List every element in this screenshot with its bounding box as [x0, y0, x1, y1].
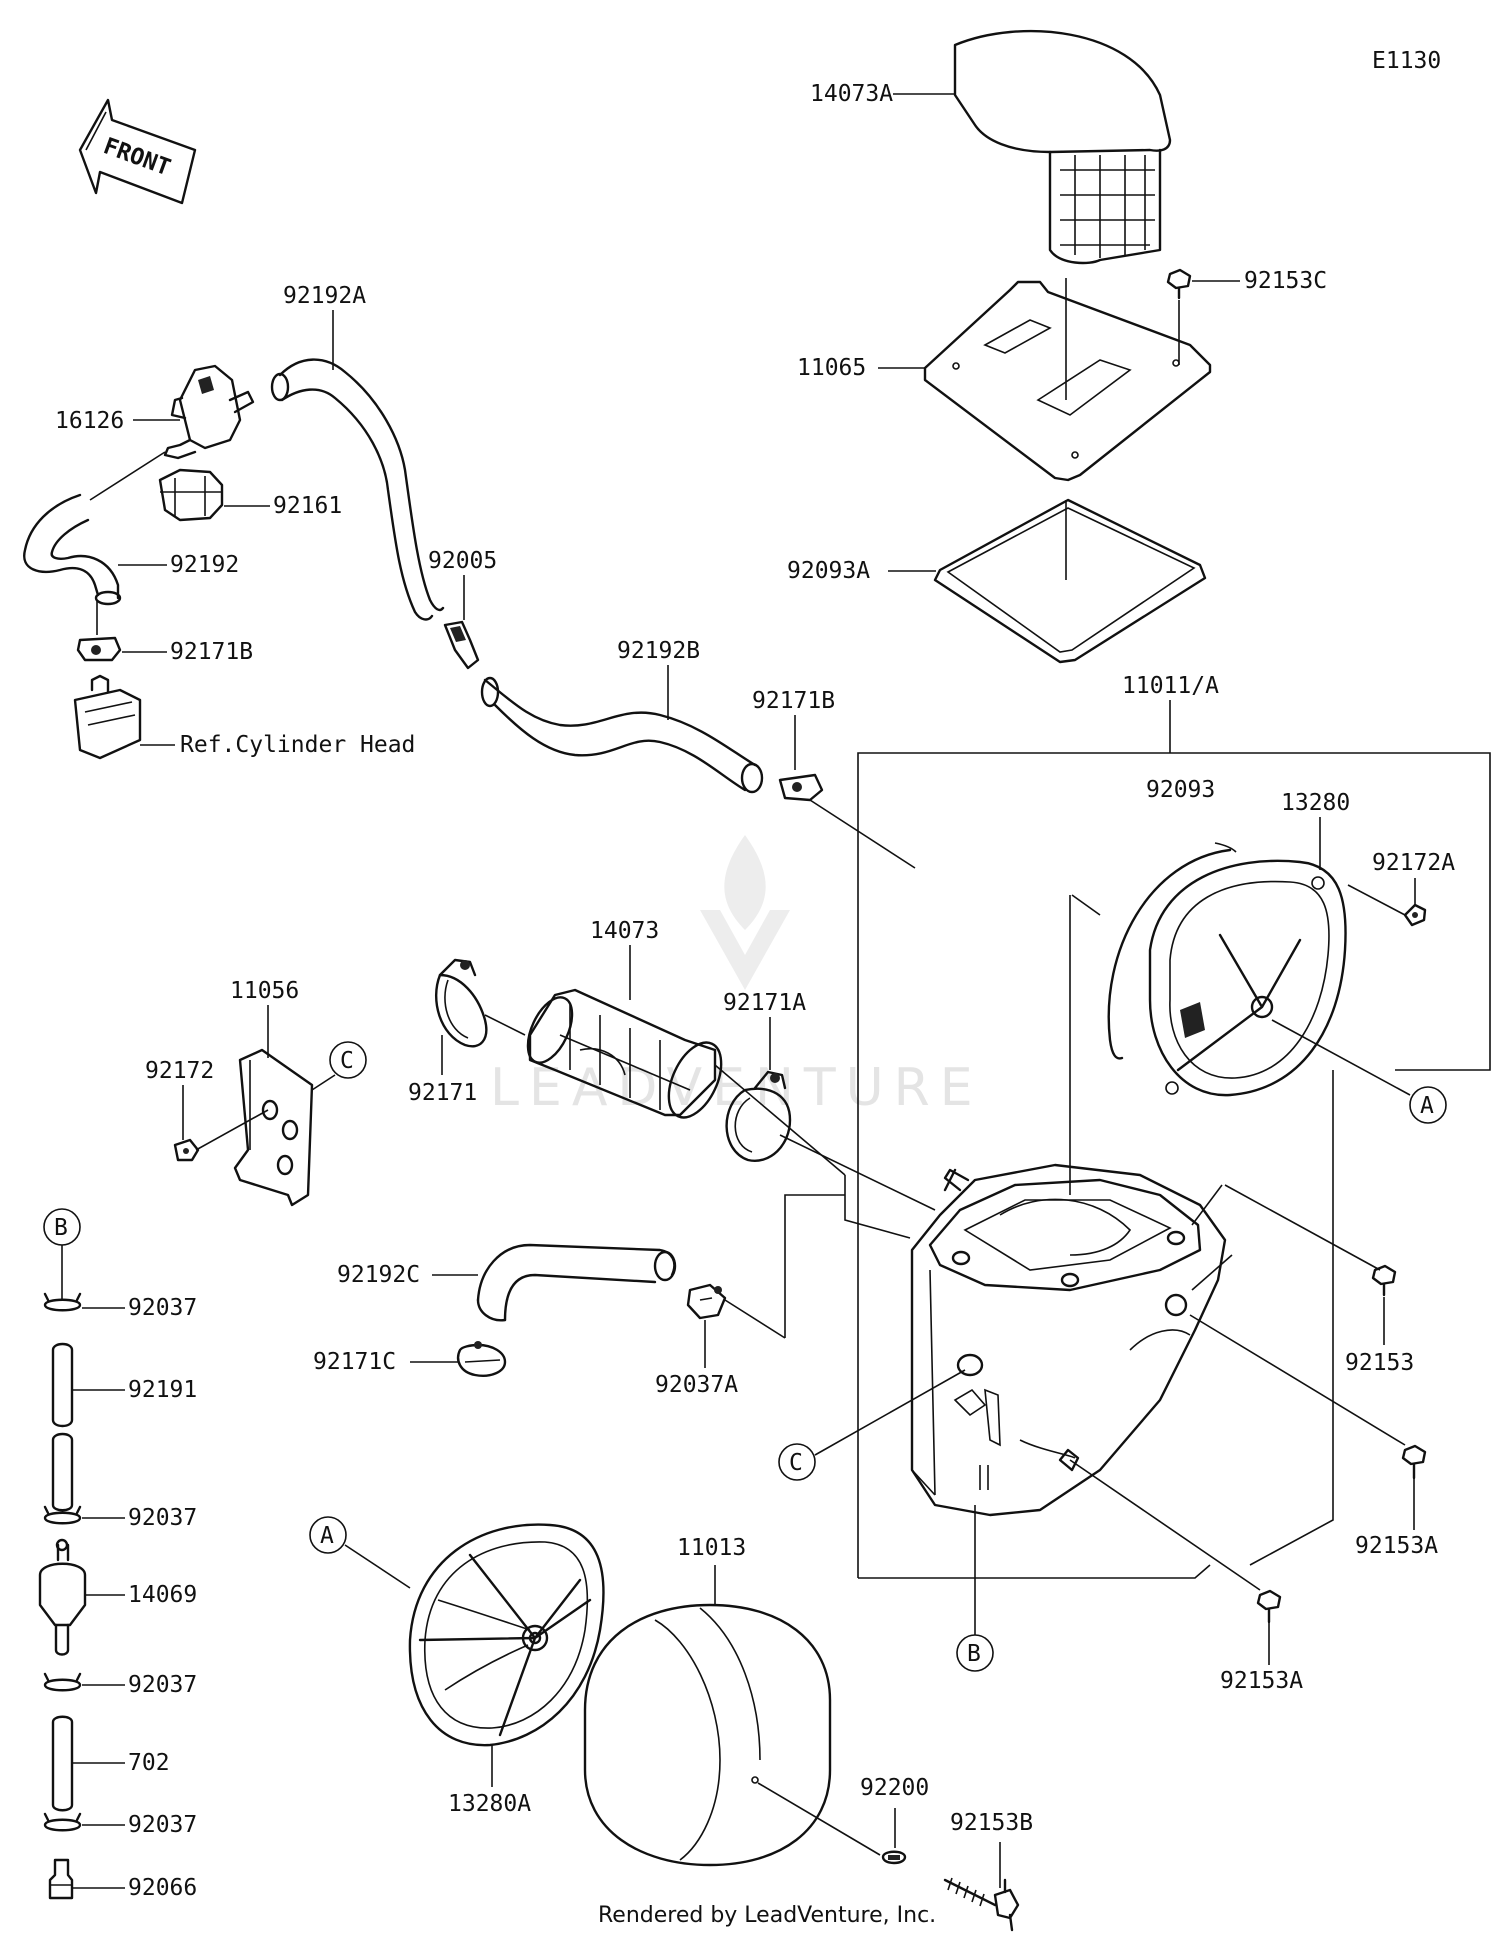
ref-cylinder-head-label: Ref.Cylinder Head	[180, 732, 415, 758]
part-label-92037-d: 92037	[128, 1812, 197, 1838]
plug-92066	[48, 1858, 74, 1900]
watermark-text: LEADVENTURE	[490, 1058, 983, 1118]
air-box-housing	[910, 1163, 1227, 1517]
clip-92037-d	[43, 1812, 82, 1832]
hose-92192	[23, 493, 122, 606]
callout-B-left-label: B	[54, 1215, 68, 1241]
part-label-92153A-a: 92153A	[1355, 1533, 1438, 1559]
tube-702	[51, 1715, 74, 1812]
part-label-92066: 92066	[128, 1875, 197, 1901]
part-label-14073A: 14073A	[810, 81, 893, 107]
callout-A-left: A	[309, 1516, 347, 1554]
part-label-92037-c: 92037	[128, 1672, 197, 1698]
part-label-11013: 11013	[677, 1535, 746, 1561]
clamp-92171	[435, 958, 488, 1048]
bolt-92153C	[1166, 268, 1192, 300]
clip-92171B-b	[778, 773, 824, 802]
part-label-92153C: 92153C	[1244, 268, 1327, 294]
part-label-14069: 14069	[128, 1582, 197, 1608]
part-label-92037A: 92037A	[655, 1372, 738, 1398]
part-label-92171C: 92171C	[313, 1349, 396, 1375]
callout-C-left: C	[329, 1041, 367, 1079]
front-arrow-icon: FRONT	[78, 98, 197, 205]
part-label-92172A: 92172A	[1372, 850, 1455, 876]
callout-B-bottom-label: B	[967, 1641, 981, 1667]
hose-92192C	[476, 1243, 677, 1322]
part-label-92171A: 92171A	[723, 990, 806, 1016]
wing-bolt-92153B	[943, 1877, 1020, 1932]
callout-A-right: A	[1409, 1086, 1447, 1124]
part-label-92037-a: 92037	[128, 1295, 197, 1321]
part-label-13280: 13280	[1281, 790, 1350, 816]
part-label-16126: 16126	[55, 408, 124, 434]
drain-14069	[38, 1538, 87, 1656]
hose-92192B	[480, 676, 764, 794]
intake-duct-14073A	[953, 29, 1172, 265]
part-label-92192A: 92192A	[283, 283, 366, 309]
filter-cover-13280	[1148, 859, 1347, 1097]
clip-92171C	[456, 1341, 507, 1377]
joint-92005	[443, 620, 480, 670]
part-label-92172: 92172	[145, 1058, 214, 1084]
washer-92200	[881, 1850, 907, 1865]
part-label-92192B: 92192B	[617, 638, 700, 664]
bracket-11056	[233, 1048, 314, 1207]
part-label-13280A: 13280A	[448, 1791, 531, 1817]
clip-92037-a	[43, 1292, 82, 1312]
part-label-14073: 14073	[590, 918, 659, 944]
bolt-92153A-b	[1256, 1589, 1282, 1624]
valve-16126	[163, 364, 255, 460]
part-label-92153A-b: 92153A	[1220, 1668, 1303, 1694]
screw-92172A	[1403, 903, 1427, 927]
part-label-92153: 92153	[1345, 1350, 1414, 1376]
callout-B-left: B	[43, 1208, 81, 1246]
tube-92191	[51, 1342, 74, 1512]
part-label-92093A: 92093A	[787, 558, 870, 584]
clip-92037-b	[43, 1505, 82, 1525]
part-label-702: 702	[128, 1750, 170, 1776]
callout-A-left-label: A	[320, 1523, 334, 1549]
bolt-92153	[1371, 1264, 1397, 1297]
part-label-92153B: 92153B	[950, 1810, 1033, 1836]
watermark: LEADVENTURE	[490, 835, 983, 1118]
filter-element-92093	[1107, 842, 1237, 1060]
cover-plate-11065	[923, 280, 1212, 482]
part-label-92200: 92200	[860, 1775, 929, 1801]
filter-element-11013	[583, 1603, 832, 1867]
part-label-11056: 11056	[230, 978, 299, 1004]
clip-92037-c	[43, 1672, 82, 1692]
gasket-92093A	[933, 498, 1207, 664]
part-label-11011A: 11011/A	[1122, 673, 1219, 699]
screw-92172	[173, 1138, 200, 1162]
cylinder-head-fitting	[73, 674, 142, 760]
part-label-92171B-a: 92171B	[170, 639, 253, 665]
callout-C-right-label: C	[789, 1450, 803, 1476]
diagram-code: E1130	[1372, 48, 1441, 74]
part-label-92171B-b: 92171B	[752, 688, 835, 714]
cap-92161	[158, 468, 224, 522]
filter-frame-13280A	[408, 1523, 605, 1747]
part-label-92192C: 92192C	[337, 1262, 420, 1288]
callout-C-right: C	[778, 1443, 816, 1481]
clamp-92171A	[725, 1070, 792, 1162]
callout-C-left-label: C	[340, 1048, 354, 1074]
part-label-92093: 92093	[1146, 777, 1215, 803]
bolt-92153A-a	[1401, 1444, 1427, 1480]
clip-92037A	[686, 1283, 727, 1320]
part-label-92171: 92171	[408, 1080, 477, 1106]
hose-92192A	[270, 358, 445, 621]
part-label-92191: 92191	[128, 1377, 197, 1403]
part-label-92161: 92161	[273, 493, 342, 519]
clip-92171B-a	[76, 636, 122, 662]
part-label-11065: 11065	[797, 355, 866, 381]
front-label: FRONT	[100, 133, 174, 181]
footer-credit: Rendered by LeadVenture, Inc.	[598, 1903, 936, 1928]
callout-B-bottom: B	[956, 1634, 994, 1672]
part-label-92037-b: 92037	[128, 1505, 197, 1531]
part-label-92192: 92192	[170, 552, 239, 578]
callout-A-right-label: A	[1420, 1093, 1434, 1119]
part-label-92005: 92005	[428, 548, 497, 574]
boot-14073	[526, 988, 723, 1119]
